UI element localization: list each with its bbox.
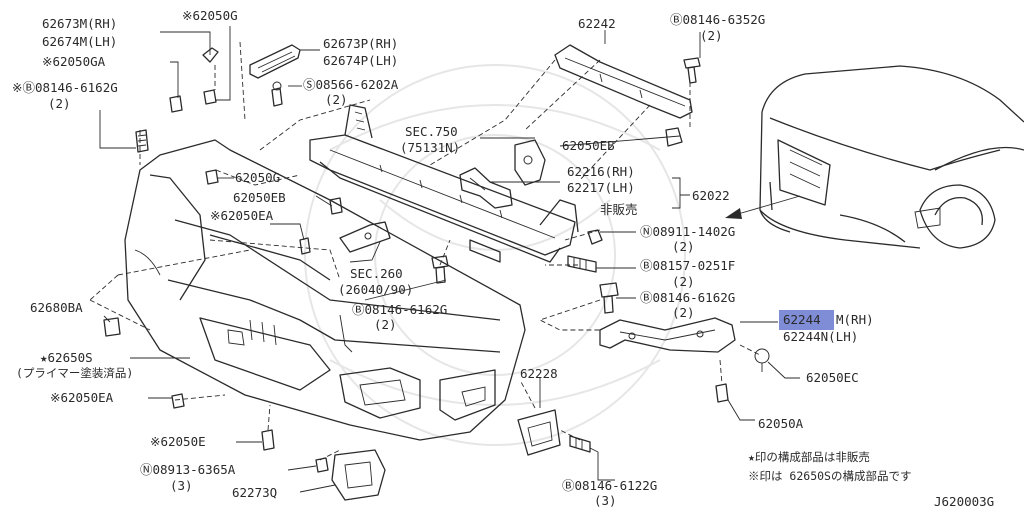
bracket-62244m [599, 317, 736, 353]
label-62673m: 62673M(RH) [42, 16, 117, 31]
bolt-08146-6122g [569, 435, 591, 453]
sec750-bracket [514, 139, 546, 186]
label-qty-a: (2) [48, 96, 71, 111]
clip-62050ga [169, 95, 183, 113]
label-qty-e: (2) [672, 274, 695, 289]
label-08146-6162g-c: Ⓑ08146-6162G [640, 290, 735, 305]
label-26040: (26040/90) [338, 282, 413, 297]
label-qty-c: (2) [700, 28, 723, 43]
screw-08566 [271, 81, 283, 107]
clip-62050eb-left [329, 197, 343, 215]
clip-62673m [202, 47, 219, 63]
clip-62050g-top [203, 89, 217, 105]
label-08146-6162g-b: Ⓑ08146-6162G [352, 302, 447, 317]
clip-62050ec [754, 348, 770, 372]
label-62228: 62228 [520, 366, 558, 381]
label-primer: (プライマー塗装済品) [16, 366, 133, 380]
label-62244m-suffix: M(RH) [836, 312, 874, 327]
label-qty-b: (2) [325, 92, 348, 107]
bolt-08157 [567, 255, 597, 273]
label-08146-6122g: Ⓑ08146-6122G [562, 478, 657, 493]
label-62050ea-bottom: ※62050EA [50, 390, 114, 405]
label-62680ba: 62680BA [30, 300, 83, 315]
label-62244m-number: 62244 [783, 312, 821, 327]
label-08146-6162g-a: ※Ⓑ08146-6162G [12, 80, 118, 95]
leader-lines [99, 26, 800, 493]
label-62050g-mid: 62050G [235, 170, 280, 185]
label-62050e: ※62050E [150, 434, 206, 449]
label-qty-f: (2) [374, 317, 397, 332]
side-bracket-62216 [459, 167, 513, 209]
label-62050ga: ※62050GA [42, 54, 106, 69]
label-62022: 62022 [692, 188, 730, 203]
sec260-bracket [339, 221, 391, 253]
clip-62050eb-right [665, 127, 683, 147]
direction-arrow [725, 195, 801, 219]
bolt-08146-6162g-b [431, 255, 449, 284]
part-labels: 62673M(RH) 62674M(LH) ※62050G ※62050GA ※… [12, 8, 994, 509]
label-qty3-a: (3) [170, 478, 193, 493]
clip-62680ba [103, 317, 121, 337]
label-62674p: 62674P(LH) [323, 53, 398, 68]
nut-08913 [315, 457, 329, 473]
label-sec260: SEC.260 [350, 266, 403, 281]
note-component: ※印は 62650Sの構成部品です [748, 469, 911, 483]
clip-62050ea-bottom [171, 393, 185, 409]
note-not-sold: ★印の構成部品は非販売 [748, 450, 870, 464]
label-62050g-top: ※62050G [182, 8, 238, 23]
label-62673p: 62673P(RH) [323, 36, 398, 51]
nut-08911 [587, 229, 603, 245]
label-62050ea-top: ※62050EA [210, 208, 274, 223]
label-62242: 62242 [578, 16, 616, 31]
clip-62050ea-top [299, 237, 311, 255]
label-62244n: 62244N(LH) [783, 329, 858, 344]
highlighted-part-marker [779, 310, 834, 330]
label-qty3-b: (3) [594, 493, 617, 508]
car-overview-illustration [759, 65, 1024, 249]
clip-62050g-mid [205, 169, 219, 185]
label-62050ec: 62050EC [806, 370, 859, 385]
label-62650s: ★62650S [40, 350, 93, 365]
label-75131n: (75131N) [400, 140, 460, 155]
bumper-fascia-62650s [124, 139, 526, 441]
label-08913: Ⓝ08913-6365A [140, 462, 236, 477]
label-62050a: 62050A [758, 416, 804, 431]
label-qty-g: (2) [672, 305, 695, 320]
label-hihanbai: 非販売 [600, 202, 638, 217]
label-qty-d: (2) [672, 239, 695, 254]
label-08157: Ⓑ08157-0251F [640, 258, 735, 273]
upper-bracket-62242 [554, 44, 693, 119]
label-08566: Ⓢ08566-6202A [303, 77, 399, 92]
assembly-dashed-lines [89, 41, 761, 461]
clip-62050e [261, 429, 275, 451]
bolt-08146-6162g-a [135, 129, 149, 153]
label-62674m: 62674M(LH) [42, 34, 117, 49]
diagram-code: J620003G [934, 494, 994, 509]
bolt-08146-6352g [683, 57, 701, 84]
foglamp-cover-62228 [517, 409, 561, 456]
bracket-62273q [331, 449, 386, 501]
label-62050eb-right: 62050EB [562, 138, 615, 153]
clip-62050a [715, 383, 729, 403]
bumper-reinforcement [309, 104, 579, 263]
label-62273q: 62273Q [232, 485, 277, 500]
grille-insert-62673p [249, 44, 301, 79]
label-62216: 62216(RH) [567, 164, 635, 179]
label-sec750: SEC.750 [405, 124, 458, 139]
bolt-08146-6162g-c [599, 282, 619, 314]
label-08146-6352g: Ⓑ08146-6352G [670, 12, 765, 27]
label-62217: 62217(LH) [567, 180, 635, 195]
label-08911: Ⓝ08911-1402G [640, 224, 735, 239]
label-62050eb-left: 62050EB [233, 190, 286, 205]
